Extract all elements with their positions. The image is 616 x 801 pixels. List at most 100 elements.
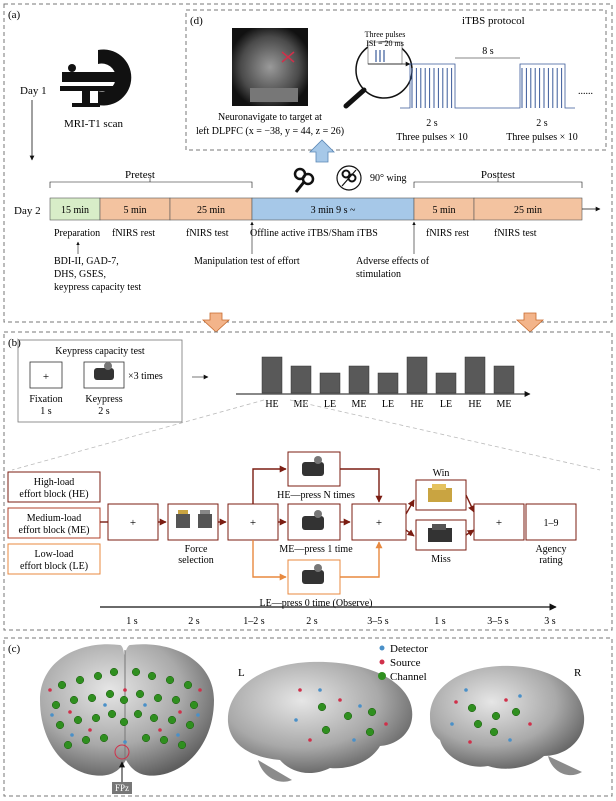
leftChannels-channel-2 (343, 711, 353, 721)
leftChannels-channel-4 (365, 727, 375, 737)
dur-left: 2 s (426, 118, 438, 129)
win-label: Win (433, 468, 450, 479)
panel-c-label: (c) (8, 643, 21, 655)
day1-label: Day 1 (20, 85, 47, 97)
rating-scale: 1–9 (544, 518, 559, 529)
frontChannels-channel-29 (177, 740, 187, 750)
right-channels (450, 688, 532, 744)
frontChannels-channel-28 (159, 735, 169, 745)
keypress-box (17, 339, 183, 423)
coil-icon (293, 167, 315, 193)
block-he-2: effort block (HE) (19, 489, 88, 500)
legend-source-dot (379, 659, 385, 665)
frontChannels-channel-5 (147, 671, 157, 681)
seq-label-2: LE (324, 399, 336, 410)
frontChannels-source-4 (178, 710, 182, 714)
tl-label-2: 25 min (197, 205, 225, 216)
win-icon (428, 484, 452, 502)
rep-left: Three pulses × 10 (396, 132, 467, 143)
seq-label-7: HE (468, 399, 481, 410)
leftChannels-source-1 (338, 698, 342, 702)
frontChannels-channel-3 (109, 667, 119, 677)
frontChannels-detector-6 (143, 703, 147, 707)
neuro-line2: left DLPFC (x = −38, y = 44, z = 26) (196, 126, 344, 137)
frontChannels-source-2 (88, 728, 92, 732)
right-hemisphere-label: R (574, 667, 582, 679)
fpz-label: FPz (115, 783, 129, 793)
leftChannels-channel-0 (317, 702, 327, 712)
rightChannels-detector-0 (464, 688, 468, 692)
force-icons (176, 510, 212, 528)
prep-label: Preparation (54, 228, 100, 239)
frontChannels-source-3 (158, 728, 162, 732)
seq-bar-6 (435, 372, 457, 394)
up-arrow (309, 139, 335, 163)
wing-label: 90° wing (370, 173, 407, 184)
dur-2: 1–2 s (243, 616, 265, 627)
rightChannels-source-1 (504, 698, 508, 702)
legend-detector-dot (379, 645, 385, 651)
legend-detector: Detector (390, 643, 428, 655)
frontChannels-channel-30 (119, 695, 129, 705)
agency-label-2: rating (539, 555, 562, 566)
seq-label-0: HE (265, 399, 278, 410)
seq-bar-8 (493, 365, 515, 394)
leftChannels-detector-1 (358, 704, 362, 708)
rightChannels-source-0 (454, 700, 458, 704)
inset-text1: Three pulses (365, 30, 406, 39)
tl-label-3: 3 min 9 s ~ (311, 205, 356, 216)
screen-fixation-4 (473, 503, 525, 541)
legend-channel-dot (378, 672, 386, 680)
frontChannels-channel-4 (131, 667, 141, 677)
dur-5: 1 s (434, 616, 446, 627)
frontChannels-channel-6 (165, 675, 175, 685)
leftChannels-source-3 (308, 738, 312, 742)
block-he (7, 471, 101, 503)
frontChannels-channel-7 (183, 680, 193, 690)
fixation-dur: 1 s (40, 406, 52, 417)
me-press-label: ME—press 1 time (279, 544, 353, 555)
timeline (49, 197, 601, 221)
frontChannels-channel-20 (133, 709, 143, 719)
fixation-screen (29, 361, 63, 389)
frontChannels-channel-11 (105, 689, 115, 699)
q-line-2: keypress capacity test (54, 282, 141, 293)
rep-right: Three pulses × 10 (506, 132, 577, 143)
neuro-line1: Neuronavigate to target at (218, 112, 322, 123)
frontChannels-channel-23 (185, 720, 195, 730)
block-le-1: Low-load (35, 549, 74, 560)
mri-label: MRI-T1 scan (64, 118, 123, 130)
rightChannels-detector-3 (450, 722, 454, 726)
frontChannels-channel-0 (57, 680, 67, 690)
miss-label: Miss (431, 554, 451, 565)
zoom-line-left (11, 399, 265, 471)
rightChannels-detector-2 (508, 738, 512, 742)
block-me-2: effort block (ME) (19, 525, 90, 536)
rest-label-1: fNIRS rest (112, 228, 155, 239)
pretest-label: Pretest (125, 169, 155, 181)
leftChannels-detector-3 (294, 718, 298, 722)
block-me-1: Medium-load (27, 513, 81, 524)
keypress-icon (94, 362, 114, 380)
pulse-envelope (400, 63, 575, 109)
frontChannels-detector-5 (103, 703, 107, 707)
dur-right: 2 s (536, 118, 548, 129)
panel-b-label: (b) (8, 337, 21, 349)
frontChannels-detector-1 (70, 733, 74, 737)
leftChannels-detector-2 (352, 738, 356, 742)
legend-channel: Channel (390, 671, 427, 683)
seq-bar-5 (406, 356, 428, 394)
mri-mask (250, 88, 298, 102)
panel-a-frame (3, 3, 613, 323)
frontChannels-channel-27 (141, 733, 151, 743)
frontChannels-channel-14 (171, 695, 181, 705)
block-me (7, 507, 101, 539)
panel-d-label: (d) (190, 15, 203, 27)
leftChannels-detector-0 (318, 688, 322, 692)
screen-fixation-3 (351, 503, 407, 541)
legend-source: Source (390, 657, 421, 669)
frontChannels-channel-19 (107, 709, 117, 719)
frontChannels-channel-22 (167, 715, 177, 725)
leftChannels-channel-1 (321, 725, 331, 735)
frontChannels-source-5 (198, 688, 202, 692)
